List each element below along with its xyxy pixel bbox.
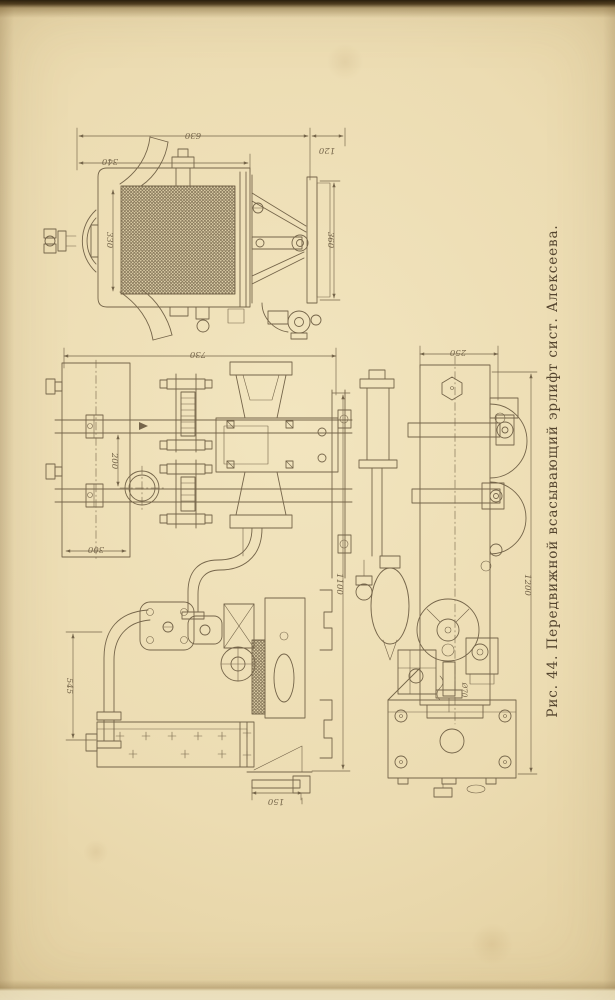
- radiator-core-mesh: [120, 185, 236, 295]
- side-view: Ø70 250: [355, 345, 538, 798]
- side-dimensions: 250 1200: [419, 345, 538, 775]
- dim-plan-foot: 150: [267, 796, 284, 806]
- dim-side-width: 250: [449, 347, 467, 357]
- plan-dimensions: 730 200 300 545 150 1100: [63, 347, 351, 806]
- dim-plan-width: 730: [189, 349, 206, 359]
- dim-side-bore: Ø70: [460, 682, 468, 698]
- plan-fuel-tank: [85, 721, 313, 801]
- plan-tank: [45, 359, 131, 561]
- frame-rails: [54, 414, 353, 508]
- suction-flange: [119, 465, 165, 511]
- dim-front-height: 360: [325, 232, 335, 249]
- figure-caption: Рис. 44. Передвижной всасывающий эрлифт …: [545, 224, 561, 718]
- dim-plan-pipe: 545: [64, 678, 74, 694]
- rail-clamps-side: [407, 397, 528, 572]
- dim-plan-rail-gap: 200: [109, 452, 119, 470]
- engine-side-detail: [139, 589, 333, 759]
- pipe-columns: [159, 373, 213, 529]
- radiator-body: [90, 148, 251, 308]
- dim-side-length: 1200: [522, 574, 532, 596]
- front-dimensions: 630 340 120 330 360: [76, 127, 346, 301]
- air-funnel-bottom: [119, 289, 173, 341]
- dim-front-core: 330: [104, 232, 114, 249]
- water-pump: [169, 302, 322, 340]
- air-funnel-top: [119, 136, 169, 187]
- flywheel-and-pump: Ø70: [397, 598, 499, 713]
- plan-view: 730 200 300 545 150 1100: [45, 347, 353, 806]
- engine-plan: [215, 361, 352, 579]
- fan-shroud: [43, 209, 97, 273]
- dim-plan-length: 1100: [334, 573, 344, 595]
- dim-plan-tank: 300: [87, 544, 104, 554]
- dim-front-bracket: 120: [318, 145, 335, 155]
- front-view: 630 340 120 330 360: [43, 127, 346, 341]
- dim-front-tank: 340: [101, 156, 118, 166]
- mount-bracket: [239, 171, 331, 308]
- plan-piping: [96, 527, 263, 749]
- dim-front-width: 630: [184, 130, 201, 140]
- exhaust-pipe: [355, 369, 410, 661]
- base-frame: [387, 667, 517, 798]
